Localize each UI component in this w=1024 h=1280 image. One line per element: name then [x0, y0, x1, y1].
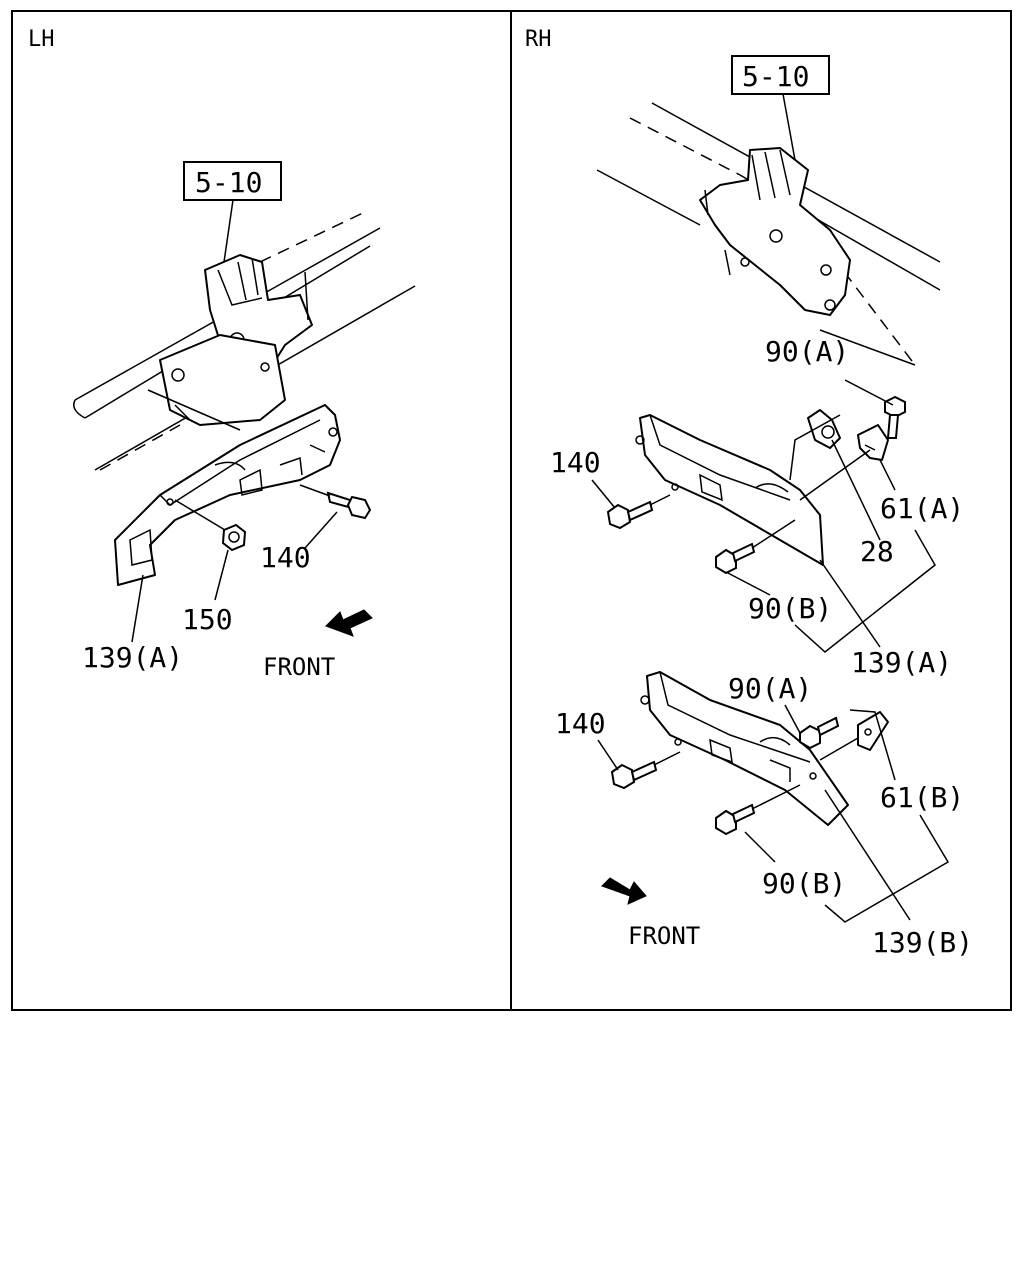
right-label-61b: 61(B) — [880, 781, 964, 814]
right-label-61a: 61(A) — [880, 492, 964, 525]
right-label-90a-top: 90(A) — [765, 335, 849, 368]
right-label-139b: 139(B) — [872, 926, 973, 959]
right-panel: RH 5-10 — [525, 27, 973, 959]
right-label-90b-bot: 90(B) — [762, 867, 846, 900]
right-bolt-90b-top — [715, 519, 796, 575]
left-leader-139a — [131, 574, 144, 643]
left-ref-leader — [223, 199, 234, 263]
right-front-label: FRONT — [628, 922, 700, 950]
right-label-28: 28 — [860, 535, 894, 568]
right-label-90b-top: 90(B) — [748, 592, 832, 625]
right-bolt-90a-top — [844, 379, 906, 439]
right-cover-139a — [635, 414, 871, 566]
left-leader-150 — [214, 549, 229, 601]
left-panel-title: LH — [28, 27, 55, 52]
right-ref-box — [731, 55, 830, 95]
right-label-139a: 139(A) — [851, 646, 952, 679]
left-bolt-140 — [299, 484, 372, 520]
right-clip-28 — [807, 409, 841, 449]
left-front-label: FRONT — [263, 653, 335, 681]
right-lower-leaders — [597, 704, 950, 923]
right-ref-box-label: 5-10 — [742, 60, 809, 93]
right-bolt-90b-bot — [715, 784, 801, 836]
left-ref-box-label: 5-10 — [195, 166, 262, 199]
right-bolt-90a-bot — [799, 716, 840, 750]
right-bracket-61b — [819, 711, 889, 761]
right-upper-leaders — [591, 439, 936, 653]
right-panel-border — [510, 10, 1012, 1011]
right-mount-bracket — [699, 147, 851, 316]
right-bolt-140-bot — [610, 751, 681, 790]
right-front-arrow-icon — [601, 877, 647, 905]
right-label-140-bot: 140 — [555, 707, 606, 740]
right-label-140-top: 140 — [550, 446, 601, 479]
left-cover-139a — [114, 404, 341, 586]
right-bracket-61a — [857, 424, 889, 461]
left-nut-150 — [174, 499, 247, 552]
right-panel-title: RH — [525, 27, 552, 52]
right-ref-leader — [782, 93, 796, 161]
left-mount-bracket — [147, 254, 313, 431]
right-label-90a-bot: 90(A) — [728, 672, 812, 705]
left-label-150: 150 — [182, 603, 233, 636]
left-label-139a: 139(A) — [82, 641, 183, 674]
left-leader-140 — [304, 511, 338, 549]
right-bolt-140-top — [606, 494, 671, 530]
left-front-arrow-icon — [325, 609, 373, 637]
left-panel: LH 5-10 — [28, 27, 416, 681]
left-panel-border — [11, 10, 512, 1011]
left-label-140: 140 — [260, 541, 311, 574]
